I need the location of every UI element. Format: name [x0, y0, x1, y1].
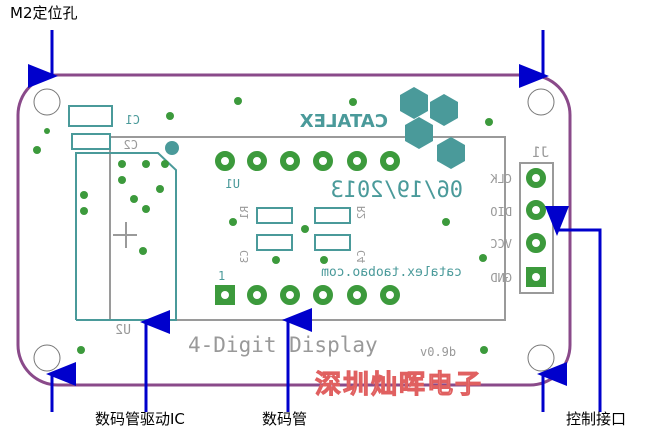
pin-label-gnd: GND	[490, 271, 512, 285]
board-title: 4-Digit Display	[188, 333, 378, 357]
ref-c3: C3	[238, 250, 251, 263]
vias	[33, 97, 493, 354]
mount-hole-label: M2定位孔	[10, 4, 78, 22]
capacitor-c3	[256, 234, 293, 251]
annotation-arrows	[28, 30, 602, 412]
display-label: 数码管	[262, 410, 307, 428]
header-ref: J1	[532, 145, 549, 161]
capacitor-c4	[314, 234, 351, 251]
version-text: v0.9b	[420, 345, 456, 359]
header-pins	[526, 168, 546, 287]
control-port-label: 控制接口	[566, 410, 626, 428]
watermark-text: 深圳灿晖电子	[315, 370, 483, 400]
capacitor-c2	[71, 133, 111, 150]
capacitor-c1	[68, 105, 113, 127]
display-ref: U1	[226, 177, 240, 191]
brand-text: CATALEX	[300, 111, 388, 132]
pin-label-vcc: VCC	[490, 237, 512, 251]
pin1-label: 1	[218, 269, 225, 283]
url-text: catalex.taobao.com	[321, 265, 462, 280]
pin-label-dio: DIO	[490, 205, 512, 219]
ref-c2: C2	[124, 138, 138, 152]
date-text: 06/19/2013	[331, 178, 463, 203]
ref-c1: C1	[126, 113, 140, 127]
ref-c4: C4	[355, 250, 368, 264]
ref-r1: R1	[238, 206, 251, 219]
mounting-holes	[33, 88, 555, 372]
ic-ref: U2	[115, 323, 131, 338]
resistor-r2	[314, 207, 351, 224]
resistor-r1	[256, 207, 293, 224]
ic-center-mark	[113, 222, 137, 248]
ref-r2: R2	[355, 206, 368, 219]
driver-ic-label: 数码管驱动IC	[95, 410, 185, 428]
display-pins	[215, 151, 400, 305]
catalex-logo-icon	[400, 87, 465, 169]
pin-label-clk: CLK	[490, 172, 512, 186]
